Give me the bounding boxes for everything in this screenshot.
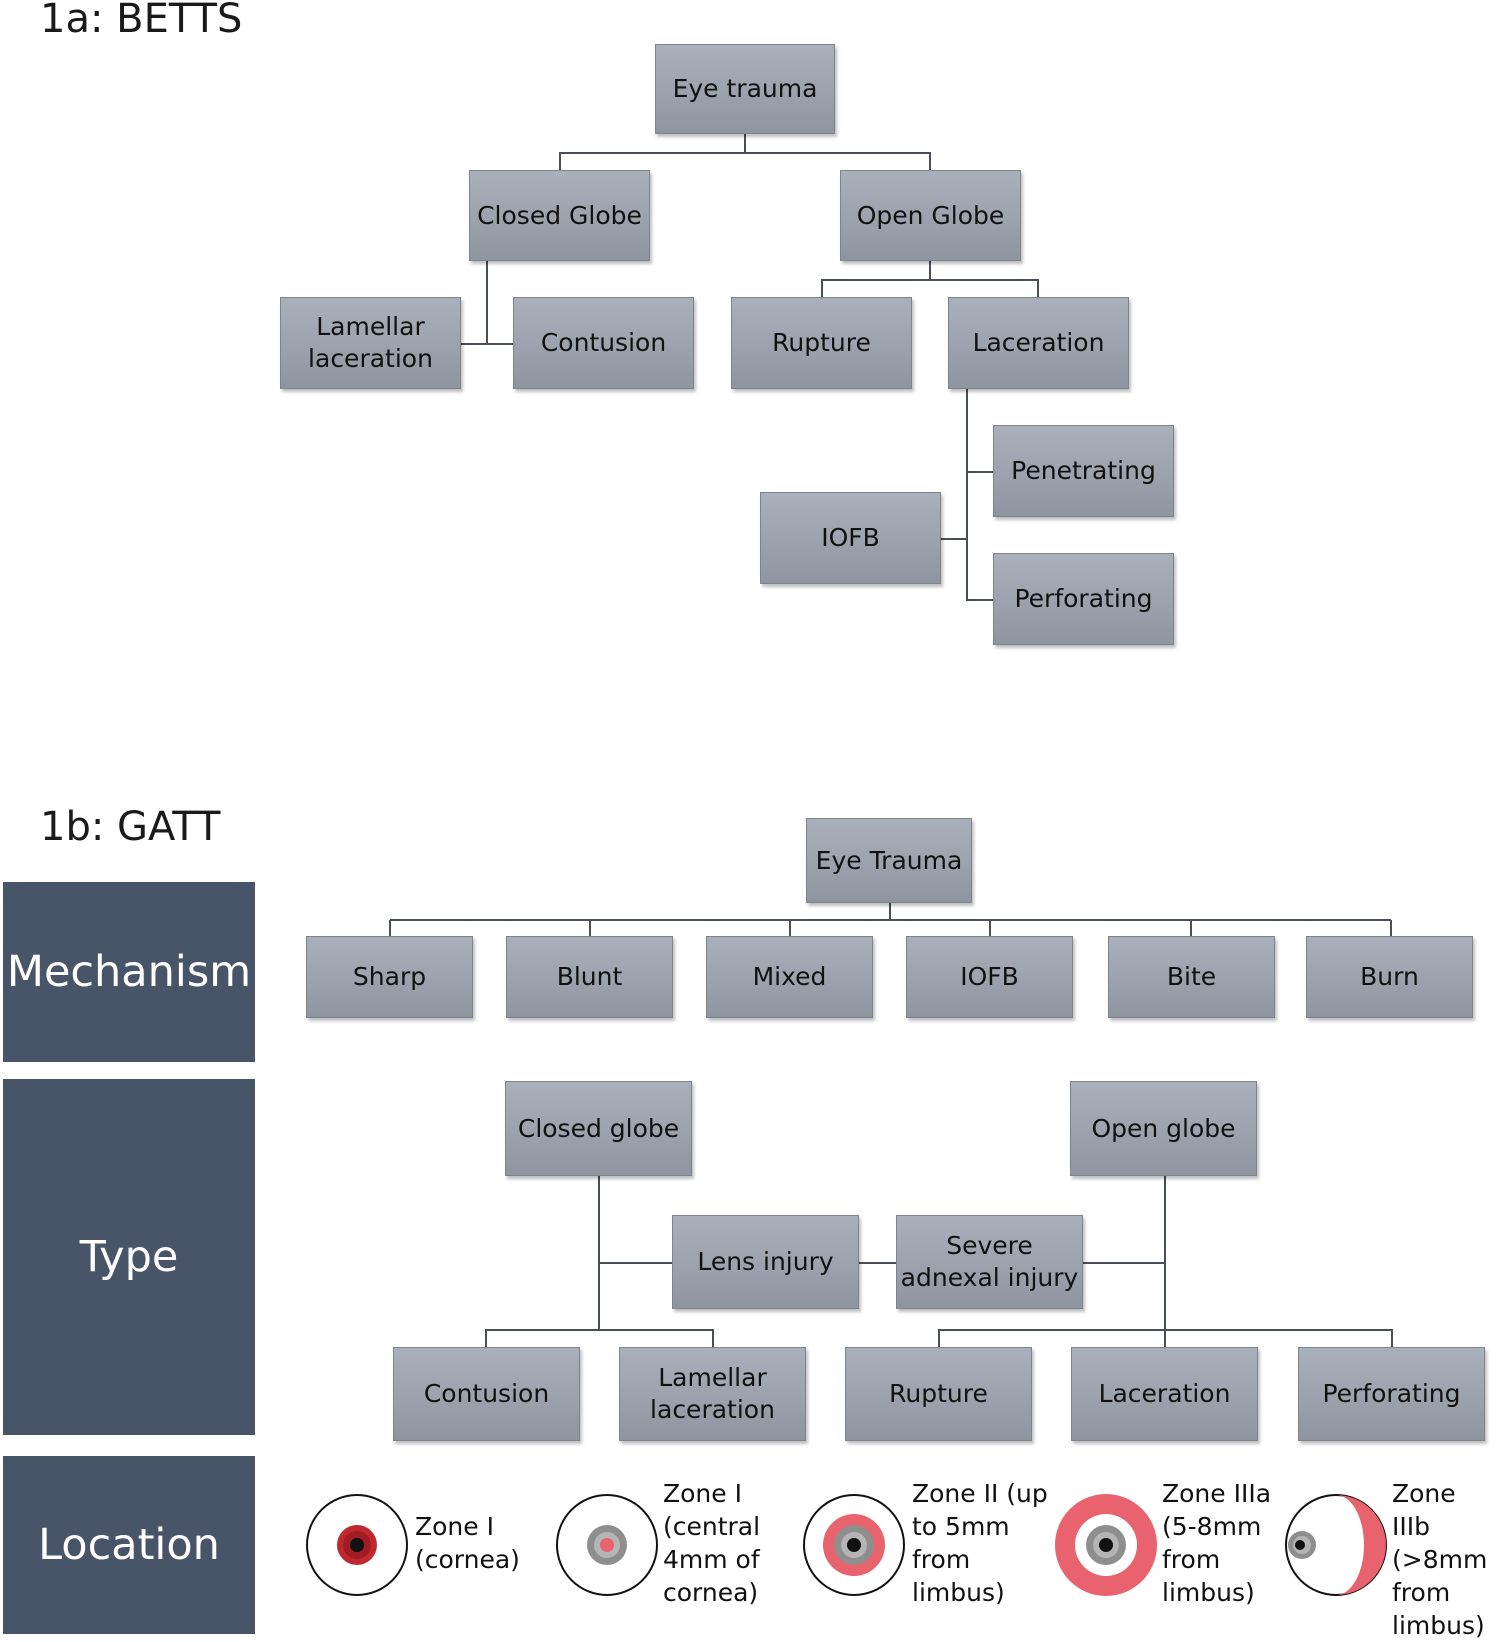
betts-iofb-node: IOFB [760,492,941,584]
betts-penetrating-node: Penetrating [993,425,1174,517]
eye-zone-ii-icon [803,1494,905,1596]
zone-label: Zone II (up to 5mm from limbus) [912,1479,1048,1607]
betts-perforating-node: Perforating [993,553,1174,645]
location-band: Location [3,1456,255,1634]
betts-eye-trauma-node: Eye trauma [655,44,835,134]
type-band: Type [3,1079,255,1435]
node-label: Laceration [972,328,1105,357]
mechanism-bite-node: Bite [1108,936,1275,1018]
node-label: Lens injury [697,1247,834,1276]
mechanism-band: Mechanism [3,882,255,1062]
mechanism-iofb-node: IOFB [906,936,1073,1018]
eye-zone-iiia-icon [1055,1494,1157,1596]
lens-injury-node: Lens injury [672,1215,859,1309]
gatt-perforating-node: Perforating [1298,1347,1485,1441]
gatt-rupture-node: Rupture [845,1347,1032,1441]
gatt-lamellar-laceration-node: Lamellar laceration [619,1347,806,1441]
mechanism-blunt-node: Blunt [506,936,673,1018]
node-label: Penetrating [1011,456,1156,485]
eye-zone-central-cornea-icon [556,1494,658,1596]
betts-lamellar-laceration-node: Lamellar laceration [280,297,461,389]
mechanism-burn-node: Burn [1306,936,1473,1018]
betts-contusion-node: Contusion [513,297,694,389]
gatt-open-globe-node: Open globe [1070,1081,1257,1176]
node-label: Bite [1166,962,1217,991]
gatt-title: 1b: GATT [40,804,221,850]
node-label: Laceration [1098,1379,1231,1408]
band-label: Type [79,1232,179,1282]
band-label: Mechanism [6,947,252,997]
betts-laceration-node: Laceration [948,297,1129,389]
zone-label: Zone I (central 4mm of cornea) [663,1479,761,1607]
node-label: Sharp [352,962,427,991]
node-label: Severe adnexal injury [900,1231,1079,1292]
gatt-closed-globe-node: Closed globe [505,1081,692,1176]
zone-label: Zone IIIb (>8mm from limbus) [1392,1479,1488,1640]
betts-closed-globe-node: Closed Globe [469,170,650,261]
zone-label: Zone IIIa (5-8mm from limbus) [1162,1479,1272,1607]
zone-label: Zone I (cornea) [415,1512,520,1574]
node-label: Perforating [1014,584,1153,613]
node-label: Eye Trauma [815,845,963,875]
node-label: Open globe [1091,1113,1236,1143]
eye-zone-cornea-icon [306,1494,408,1596]
node-label: Perforating [1322,1379,1461,1408]
betts-open-globe-node: Open Globe [840,170,1021,261]
node-label: Rupture [889,1379,988,1408]
gatt-laceration-node: Laceration [1071,1347,1258,1441]
eye-zone-iiib-icon [1285,1494,1387,1596]
node-label: Eye trauma [672,74,818,103]
node-label: Lamellar laceration [650,1363,775,1424]
node-label: Closed Globe [477,200,642,230]
severe-adnexal-injury-node: Severe adnexal injury [896,1215,1083,1309]
node-label: IOFB [821,523,880,552]
mechanism-sharp-node: Sharp [306,936,473,1018]
betts-title: 1a: BETTS [40,0,243,42]
node-label: IOFB [960,962,1019,991]
node-label: Open Globe [856,200,1005,230]
node-label: Burn [1360,962,1419,991]
node-label: Contusion [540,328,667,357]
node-label: Contusion [423,1379,550,1408]
node-label: Lamellar laceration [308,312,433,373]
node-label: Mixed [752,962,827,991]
gatt-contusion-node: Contusion [393,1347,580,1441]
node-label: Closed globe [517,1113,680,1143]
node-label: Blunt [556,962,623,991]
band-label: Location [38,1520,220,1570]
node-label: Rupture [772,328,871,357]
gatt-eye-trauma-node: Eye Trauma [806,818,972,903]
betts-rupture-node: Rupture [731,297,912,389]
mechanism-mixed-node: Mixed [706,936,873,1018]
